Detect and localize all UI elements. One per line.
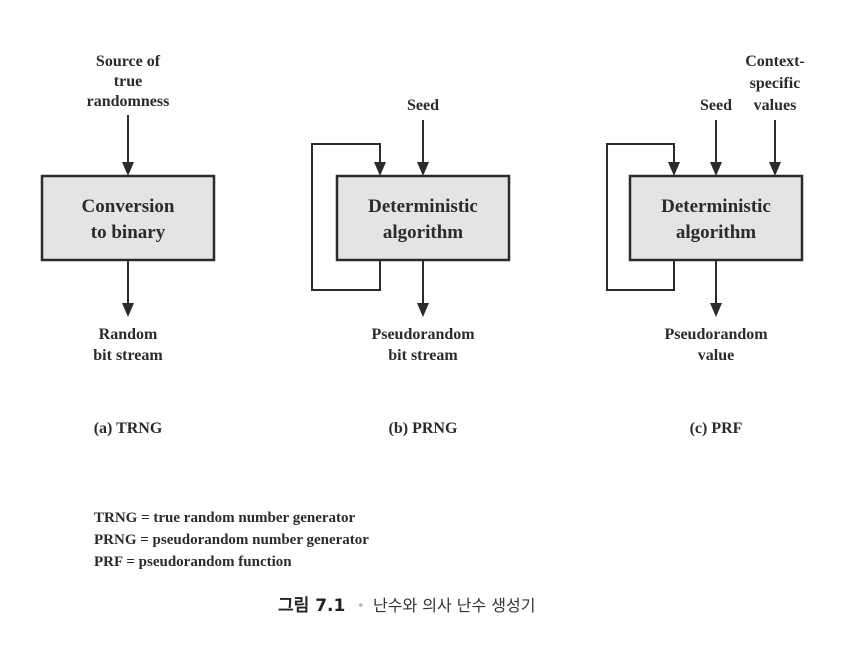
prng-box-line-1: Deterministic: [368, 196, 478, 217]
panel-prng: Seed Deterministic algorithm Pseudorando…: [311, 97, 511, 437]
prf-seed-label: Seed: [700, 97, 732, 114]
trng-input-line-3: randomness: [87, 93, 170, 110]
prf-algorithm-box: [628, 174, 804, 262]
trng-output-arrowhead: [122, 303, 134, 317]
figure-number: 그림 7.1: [278, 596, 345, 616]
prng-output-line-1: Pseudorandom: [371, 326, 475, 343]
prng-seed-arrowhead: [417, 162, 429, 176]
trng-conversion-box: [40, 174, 216, 262]
trng-output-line-1: Random: [99, 326, 158, 343]
trng-box-line-2: to binary: [91, 222, 166, 243]
prng-output-line-2: bit stream: [388, 347, 458, 364]
prf-context-line-2: specific: [750, 75, 801, 92]
prf-context-line-1: Context-: [745, 53, 805, 70]
trng-output-line-2: bit stream: [93, 347, 163, 364]
trng-box-line-1: Conversion: [82, 196, 175, 217]
prf-context-line-3: values: [754, 97, 797, 114]
prng-seed-label: Seed: [407, 97, 439, 114]
prf-output-arrowhead: [710, 303, 722, 317]
prng-output-arrowhead: [417, 303, 429, 317]
legend-line-trng: TRNG = true random number generator: [94, 510, 356, 526]
trng-input-line-2: true: [114, 73, 142, 90]
panel-prf: Seed Context- specific values Determinis…: [606, 53, 805, 437]
figure-caption-text: 난수와 의사 난수 생성기: [373, 596, 535, 615]
trng-input-arrowhead: [122, 162, 134, 176]
prf-feedback-arrowhead: [668, 162, 680, 176]
prng-feedback-arrowhead: [374, 162, 386, 176]
trng-caption: (a) TRNG: [94, 420, 163, 437]
abbreviation-legend: TRNG = true random number generator PRNG…: [94, 510, 369, 570]
prf-seed-arrowhead: [710, 162, 722, 176]
legend-line-prf: PRF = pseudorandom function: [94, 554, 292, 570]
prf-context-arrowhead: [769, 162, 781, 176]
prf-output-line-2: value: [698, 347, 734, 364]
prf-caption: (c) PRF: [690, 420, 743, 437]
prf-output-line-1: Pseudorandom: [664, 326, 768, 343]
prf-feedback-loop: [606, 143, 675, 291]
prng-caption: (b) PRNG: [389, 420, 458, 437]
prng-box-line-2: algorithm: [383, 222, 463, 243]
prng-feedback-loop: [311, 143, 381, 291]
prng-algorithm-box: [335, 174, 511, 262]
trng-input-line-1: Source of: [96, 53, 161, 70]
panel-trng: Source of true randomness Conversion to …: [40, 53, 216, 437]
legend-line-prng: PRNG = pseudorandom number generator: [94, 532, 369, 548]
prf-box-line-2: algorithm: [676, 222, 756, 243]
caption-bullet: •: [357, 599, 365, 614]
prf-box-line-1: Deterministic: [661, 196, 771, 217]
figure-caption: 그림 7.1 • 난수와 의사 난수 생성기: [278, 596, 535, 616]
